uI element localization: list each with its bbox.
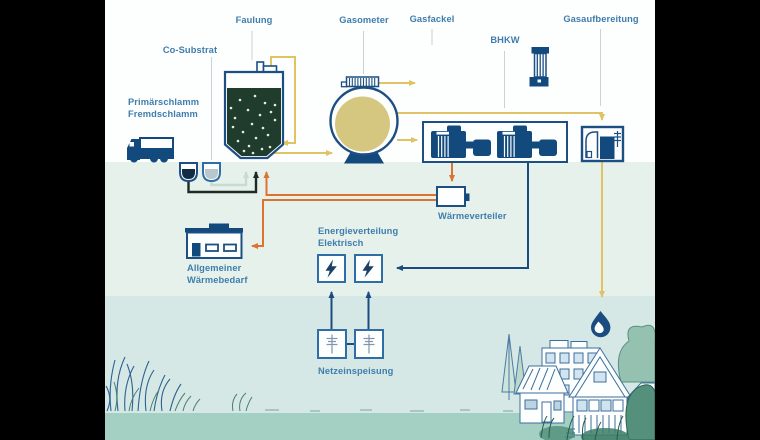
lightning-bolt-icon [325, 259, 337, 278]
power-pylon-icon [326, 334, 338, 354]
grid-feedin-box-1 [317, 329, 347, 359]
power-lines [328, 162, 529, 345]
label-elektrisch: Elektrisch [318, 238, 364, 248]
heat-pipes [251, 162, 455, 249]
heat-distributor-icon [436, 186, 470, 207]
grass-tuft-icon [105, 356, 513, 412]
label-gasaufbereitung: Gasaufbereitung [563, 14, 639, 24]
label-primaerschlamm: Primärschlamm [128, 97, 200, 107]
gas-pipes [264, 56, 605, 298]
label-energieverteilung: Energieverteilung [318, 226, 399, 236]
grid-feedin-box-2 [354, 329, 384, 359]
label-waermeverteiler: Wärmeverteiler [438, 211, 507, 221]
gasometer-icon [329, 76, 399, 164]
power-distribution-box-2 [354, 254, 383, 283]
process-diagram [105, 29, 655, 440]
power-pylon-icon [363, 334, 375, 354]
diagram-canvas: Faulung Gasometer Gasfackel BHKW Gasaufb… [105, 0, 655, 440]
chp-engines-icon [422, 121, 568, 163]
flame-icon [591, 311, 611, 338]
sludge-lines [187, 171, 259, 194]
label-allgemeiner: Allgemeiner [187, 263, 242, 273]
label-bhkw: BHKW [490, 35, 520, 45]
building-icon [185, 223, 243, 259]
label-gasfackel: Gasfackel [409, 14, 455, 24]
label-fremdschlamm: Fremdschlamm [128, 109, 198, 119]
foreground-shrubs-icon [539, 384, 655, 440]
lightning-bolt-icon [362, 259, 374, 278]
label-faulung: Faulung [235, 15, 273, 25]
label-netzeinspeisung: Netzeinspeisung [318, 366, 394, 376]
gas-upgrading-icon [580, 125, 625, 163]
label-leader-lines [211, 29, 601, 160]
digester-tank-icon [223, 61, 285, 160]
co-substrate-hopper-icon [202, 162, 221, 183]
delivery-truck-icon [127, 137, 174, 163]
primary-sludge-hopper-icon [179, 162, 198, 183]
big-tree-icon [617, 324, 655, 383]
power-distribution-box-1 [317, 254, 346, 283]
gas-flare-icon [529, 47, 549, 87]
village-houses-illustration [501, 324, 655, 440]
label-co-substrat: Co-Substrat [162, 45, 218, 55]
digester-bubbles [229, 94, 277, 155]
label-gasometer: Gasometer [339, 15, 389, 25]
label-waermebedarf: Wärmebedarf [187, 275, 248, 285]
